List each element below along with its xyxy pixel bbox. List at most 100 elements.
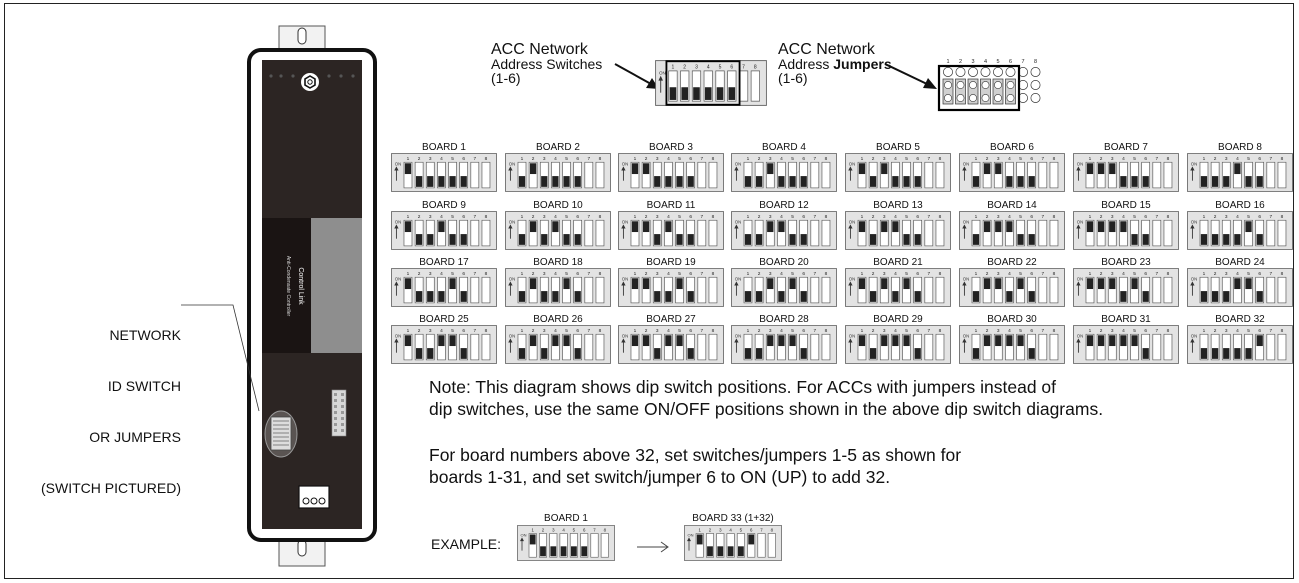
switch-slot [562, 333, 571, 361]
note-line: boards 1-31, and set switch/jumper 6 to … [429, 467, 891, 487]
switch-number: 4 [894, 271, 897, 276]
switch-number: 4 [1008, 214, 1011, 219]
switch-number: 6 [462, 156, 465, 161]
on-label: ON [622, 276, 628, 281]
switch-number: 6 [1144, 271, 1147, 276]
switch-number: 6 [1030, 156, 1033, 161]
switch-number: 4 [1008, 156, 1011, 161]
switch-slot [1049, 333, 1059, 361]
switch-number: 2 [872, 156, 875, 161]
switch-slot [716, 533, 725, 558]
top-mounting-slot-icon [297, 27, 307, 45]
switch-lever-off [1028, 348, 1035, 359]
switch-number: 1 [975, 328, 978, 333]
switch-slot [584, 161, 594, 189]
switch-number: 1 [747, 328, 750, 333]
switch-number: 1 [861, 271, 864, 276]
switch-slot [1096, 219, 1106, 247]
switch-lever-on [1120, 335, 1127, 347]
switch-number: 2 [872, 214, 875, 219]
device-sublabel: Anti-Condensate Controller [285, 256, 291, 317]
switch-slot [1277, 219, 1287, 247]
switch-lever-off [716, 87, 724, 100]
note-line: For board numbers above 32, set switches… [429, 445, 962, 465]
switch-slot [935, 276, 945, 304]
switch-number: 8 [712, 271, 715, 276]
switch-slot [675, 276, 684, 304]
switch-slot [1199, 276, 1209, 304]
switch-number: 2 [986, 271, 989, 276]
switch-number: 5 [451, 156, 454, 161]
switch-lever-off [717, 546, 724, 557]
switch-number: 6 [1144, 328, 1147, 333]
switch-slot [549, 533, 558, 558]
switch-number: 5 [1133, 214, 1136, 219]
switch-lever-off [727, 546, 734, 557]
switch-slot [691, 70, 702, 102]
switch-number: 8 [1281, 271, 1284, 276]
switch-slot [448, 161, 457, 189]
switch-number: 5 [678, 214, 681, 219]
switch-slot [414, 333, 424, 361]
on-label: ON [509, 276, 515, 281]
switch-lever-off [744, 348, 752, 359]
on-label: ON [509, 161, 515, 166]
switch-lever-on [631, 335, 639, 347]
switch-slot [1085, 276, 1095, 304]
switch-slot [481, 219, 491, 247]
switch-lever-on [642, 278, 650, 290]
switch-lever-on [1017, 278, 1024, 290]
switch-lever-off [1028, 291, 1035, 302]
switch-number: 6 [689, 328, 692, 333]
on-label: ON [963, 333, 969, 338]
switch-lever-off [1256, 176, 1263, 187]
switch-number: 2 [532, 271, 535, 276]
switch-slot [551, 219, 560, 247]
switch-lever-on [1006, 221, 1013, 233]
switch-slot [1255, 276, 1265, 304]
switch-slot [1130, 161, 1139, 189]
switch-slot [1038, 333, 1048, 361]
switch-number: 7 [1042, 271, 1045, 276]
switch-lever-on [881, 221, 888, 233]
switch-slot [652, 219, 662, 247]
switch-lever-off [1211, 348, 1219, 359]
switch-slot [879, 161, 889, 189]
switch-number: 8 [771, 528, 774, 533]
switch-slot [1016, 161, 1025, 189]
switch-lever-off [1200, 348, 1208, 359]
switch-lever-off [1142, 176, 1149, 187]
switch-number: 5 [1019, 214, 1022, 219]
switch-slot [1107, 333, 1117, 361]
on-label: ON [622, 219, 628, 224]
switch-number: 1 [521, 156, 524, 161]
switch-slot [708, 333, 718, 361]
switch-number: 6 [730, 64, 733, 70]
switch-slot [459, 219, 469, 247]
switch-number: 3 [1225, 214, 1228, 219]
switch-slot [686, 219, 696, 247]
board-label: BOARD 5 [876, 142, 920, 153]
switch-lever-off [687, 176, 694, 187]
switch-slot [595, 276, 605, 304]
switch-lever-off [1234, 234, 1241, 245]
board-label: BOARD 25 [419, 314, 469, 325]
switch-lever-off [518, 348, 526, 359]
switch-lever-off [415, 291, 423, 302]
switch-slot [1221, 219, 1231, 247]
switch-slot [686, 161, 696, 189]
switch-number: 5 [678, 271, 681, 276]
switch-slot [1130, 219, 1139, 247]
switch-number: 2 [1214, 156, 1217, 161]
switch-number: 2 [645, 328, 648, 333]
board-label: BOARD 30 [987, 314, 1037, 325]
